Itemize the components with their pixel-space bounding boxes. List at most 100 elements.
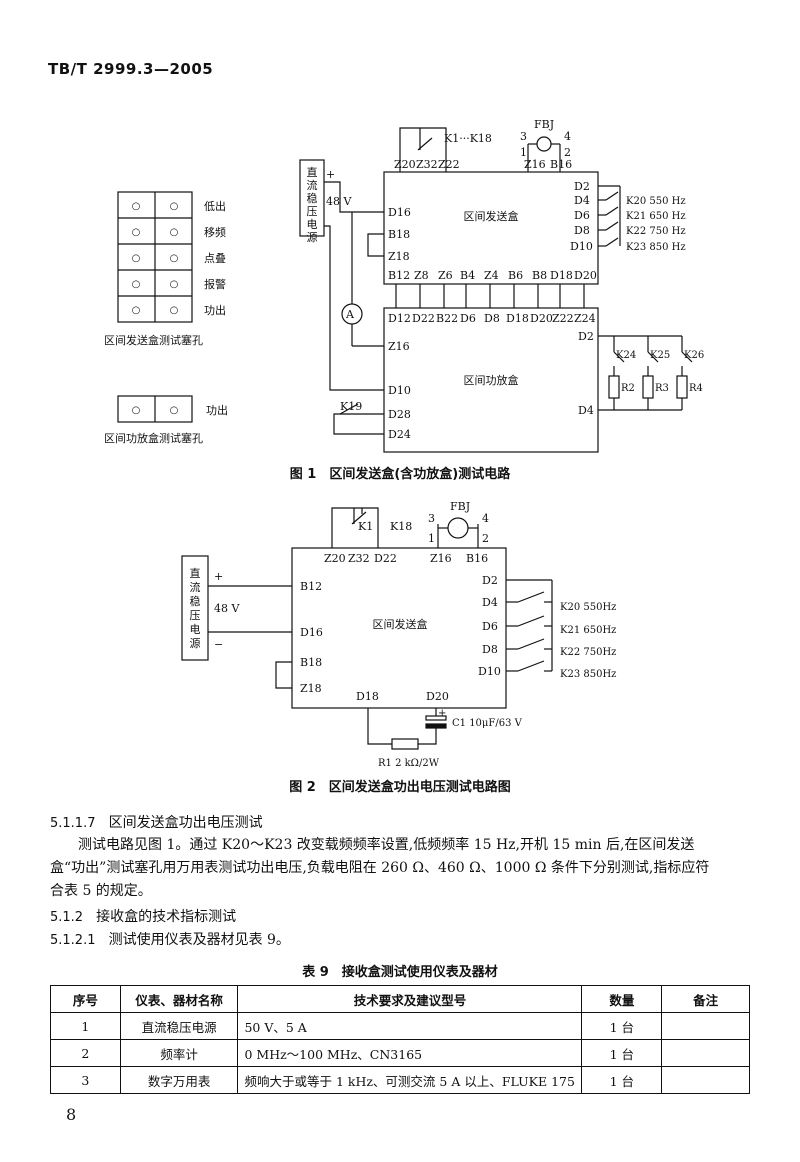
table-cell: 频响大于或等于 1 kHz、可测交流 5 A 以上、FLUKE 175 — [237, 1066, 583, 1094]
table-cell: 50 V、5 A — [237, 1012, 583, 1040]
power-supply-char: 直 — [307, 165, 318, 179]
resistor-label: R3 — [655, 383, 669, 394]
jack-symbol: ○ — [170, 201, 179, 212]
voltage-label: 48 V — [214, 602, 240, 615]
pin: B16 — [466, 552, 488, 565]
pin: B12 — [388, 269, 410, 282]
resistor-label: R2 — [621, 383, 635, 394]
pin: D2 — [574, 180, 590, 193]
jack-symbol: ○ — [132, 201, 141, 212]
svg-text:3: 3 — [520, 130, 527, 143]
column-header: 备注 — [661, 985, 750, 1013]
pin: Z4 — [484, 269, 499, 282]
voltage-label: 48 V — [326, 195, 352, 208]
table-cell — [661, 1066, 750, 1094]
pin: B22 — [436, 312, 458, 325]
jack-symbol: ○ — [170, 279, 179, 290]
jack-label: 点叠 — [204, 252, 226, 265]
pin: Z22 — [438, 158, 460, 171]
pin: Z20 — [324, 552, 346, 565]
svg-text:3: 3 — [428, 512, 435, 525]
pin: Z16 — [524, 158, 546, 171]
pin: Z32 — [348, 552, 370, 565]
freq-switch-label: K21 650 Hz — [626, 211, 686, 222]
plus-sign: + — [214, 570, 223, 583]
send-box-title: 区间发送盒 — [373, 617, 428, 631]
table-cell: 直流稳压电源 — [119, 1012, 239, 1040]
pin: D4 — [482, 596, 498, 609]
table-cell: 频率计 — [119, 1039, 239, 1067]
pin: Z18 — [388, 250, 410, 263]
pin: Z8 — [414, 269, 429, 282]
jack-label: 移频 — [204, 225, 226, 239]
svg-text:源: 源 — [307, 230, 318, 244]
pin: D20 — [426, 690, 449, 703]
pin: D8 — [482, 643, 498, 656]
table-header-row: 序号 仪表、器材名称 技术要求及建议型号 数量 备注 — [50, 985, 750, 1013]
pin: D18 — [550, 269, 573, 282]
k1-label: K1 — [358, 520, 373, 533]
table-9: 序号 仪表、器材名称 技术要求及建议型号 数量 备注 1 直流稳压电源 50 V… — [50, 985, 750, 1094]
table-cell: 1 台 — [581, 1066, 663, 1094]
figure-2-caption: 图 2 区间发送盒功出电压测试电路图 — [289, 780, 511, 795]
svg-text:电: 电 — [190, 623, 201, 636]
jack-label: 低出 — [204, 199, 226, 213]
jack-symbol: ○ — [170, 305, 179, 316]
pin: Z24 — [574, 312, 596, 325]
amp-box-title: 区间功放盒 — [464, 373, 519, 387]
table-cell: 1 台 — [581, 1039, 663, 1067]
pin: D8 — [574, 224, 590, 237]
table-9-caption: 表 9 接收盒测试使用仪表及器材 — [302, 965, 498, 980]
pin: D24 — [388, 428, 411, 441]
pin: D28 — [388, 408, 411, 421]
pin: D2 — [482, 574, 498, 587]
freq-switch-label: K22 750Hz — [560, 647, 616, 658]
amp-jack-label: 功出 — [206, 403, 228, 417]
svg-text:1: 1 — [520, 146, 527, 159]
table-cell: 1 — [50, 1012, 121, 1040]
svg-text:稳: 稳 — [190, 594, 201, 608]
svg-text:4: 4 — [482, 512, 489, 525]
svg-text:压: 压 — [190, 609, 201, 622]
svg-text:2: 2 — [564, 146, 571, 159]
jack-symbol: ○ — [132, 279, 141, 290]
pin: D4 — [578, 404, 594, 417]
minus-sign: − — [214, 638, 223, 651]
page-number: 8 — [66, 1105, 77, 1124]
svg-text:源: 源 — [190, 636, 201, 650]
pin: D20 — [574, 269, 597, 282]
pin: D8 — [484, 312, 500, 325]
pin: D10 — [570, 240, 593, 253]
pin: Z16 — [388, 340, 410, 353]
column-header: 技术要求及建议型号 — [237, 985, 583, 1013]
pin: B12 — [300, 580, 322, 593]
fbj-label: FBJ — [450, 500, 470, 513]
svg-text:稳: 稳 — [307, 191, 318, 205]
svg-text:直: 直 — [190, 566, 201, 580]
amp-jacks-title: 区间功放盒测试塞孔 — [104, 431, 203, 445]
table-cell — [661, 1039, 750, 1067]
column-header: 数量 — [581, 985, 663, 1013]
freq-switch-label: K23 850 Hz — [626, 242, 686, 253]
table-cell: 1 台 — [581, 1012, 663, 1040]
jack-symbol: ○ — [132, 227, 141, 238]
send-jacks-title: 区间发送盒测试塞孔 — [104, 333, 203, 347]
freq-switch-label: K20 550 Hz — [626, 196, 686, 207]
pin: B18 — [300, 656, 322, 669]
freq-switch-label: K21 650Hz — [560, 625, 616, 636]
load-switch-label: K26 — [684, 350, 704, 361]
pin: B6 — [508, 269, 523, 282]
jack-symbol: ○ — [132, 253, 141, 264]
pin: D18 — [506, 312, 529, 325]
svg-text:4: 4 — [564, 130, 571, 143]
plus-sign: + — [326, 168, 335, 181]
pin: B18 — [388, 228, 410, 241]
section-512-heading: 5.1.2 接收盒的技术指标测试 — [50, 909, 237, 925]
svg-text:2: 2 — [482, 532, 489, 545]
pin: D12 — [388, 312, 411, 325]
column-header: 仪表、器材名称 — [119, 985, 239, 1013]
svg-text:+: + — [438, 708, 446, 719]
table-cell: 0 MHz～100 MHz、CN3165 — [237, 1039, 583, 1067]
resistor-label: R4 — [689, 383, 703, 394]
column-header: 序号 — [50, 985, 121, 1013]
